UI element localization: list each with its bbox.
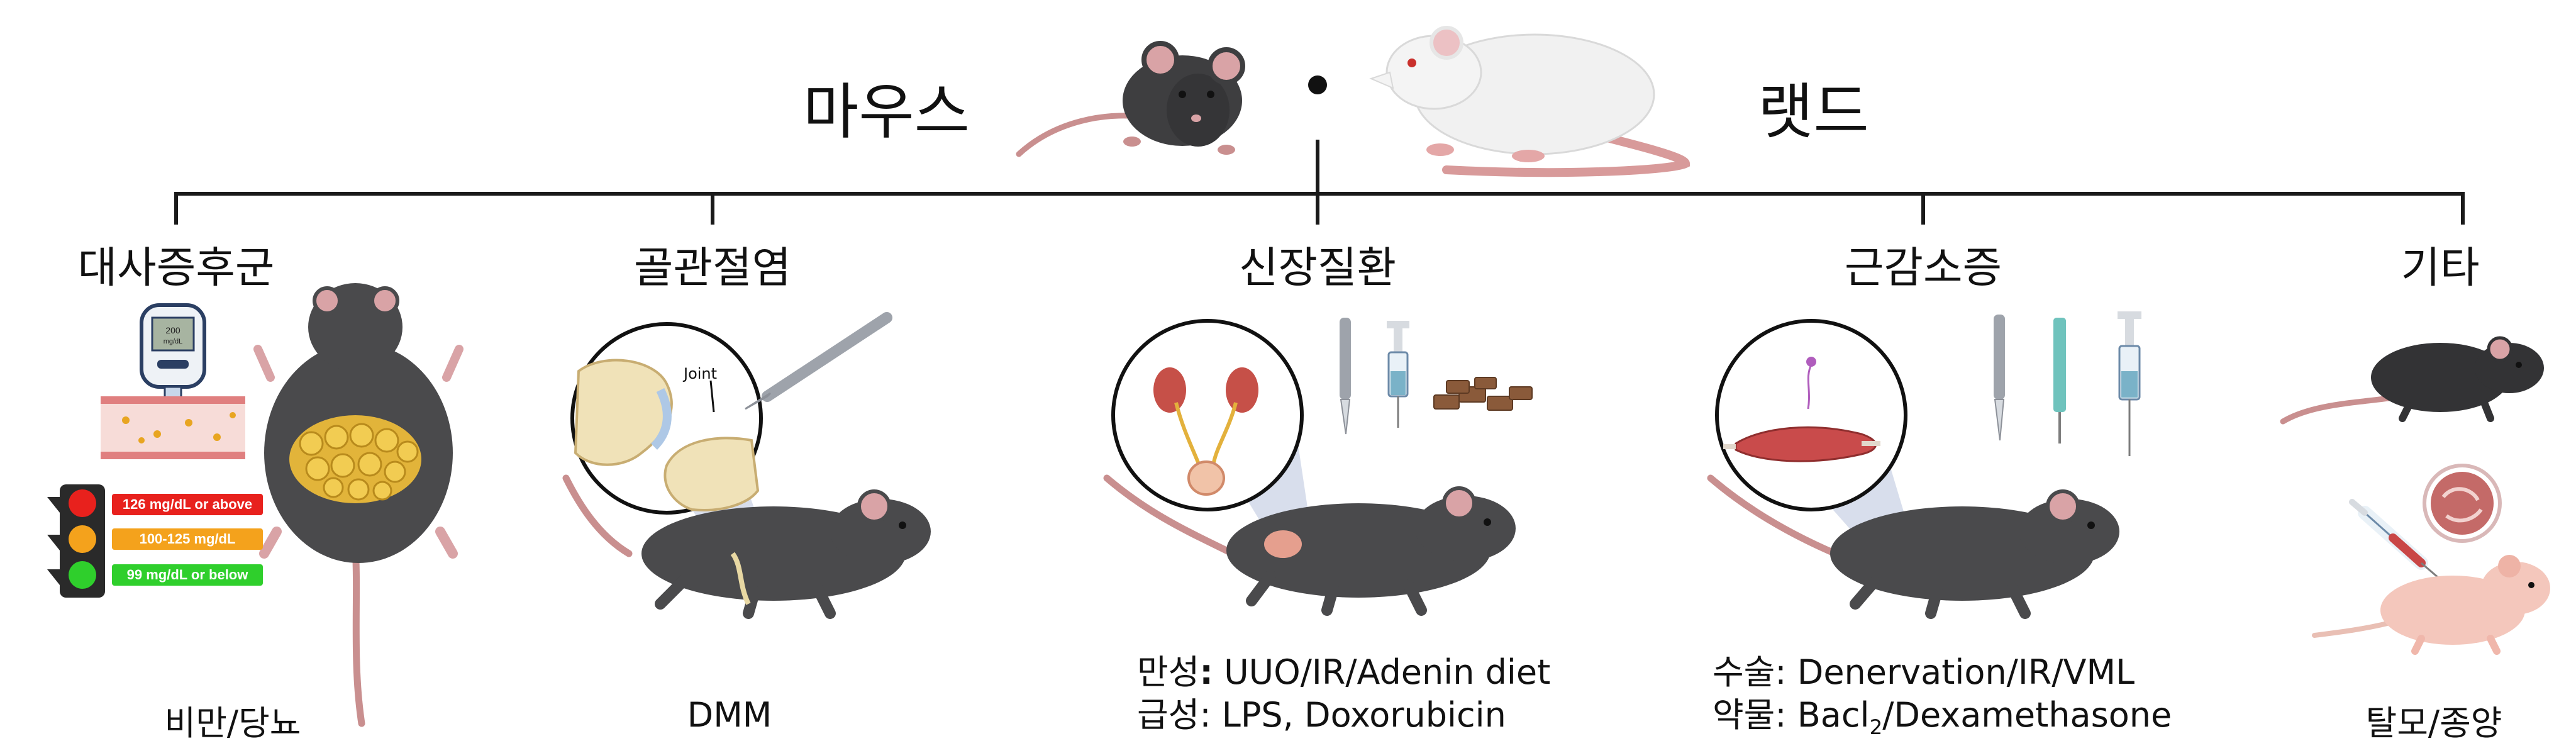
obese-mouse-icon — [253, 283, 464, 727]
separator-dot — [1308, 75, 1327, 94]
kidney-chronic-line: 만성: UUO/IR/Adenin diet — [1137, 652, 1551, 692]
blood-vessel-icon — [101, 396, 245, 459]
category-metabolic: 대사증후군 — [77, 243, 275, 293]
category-other: 기타 — [2401, 243, 2480, 293]
sarcopenia-tool-icon — [2053, 318, 2066, 443]
caption-metabolic: 비만/당뇨 — [164, 703, 301, 743]
joint-label: Joint — [684, 365, 718, 382]
glucose-level-high-text: 126 mg/dL or above — [122, 496, 253, 512]
black-mouse-icon — [2280, 336, 2544, 425]
sarcopenia-scalpel-icon — [1994, 315, 2005, 441]
caption-osteoarthritis: DMM — [687, 695, 772, 735]
kidney-chronic-prefix: 만성 — [1137, 652, 1200, 692]
tree-lines — [174, 140, 2465, 225]
rat-label: 랫드 — [1758, 77, 1869, 147]
kidney-acute-line: 급성: LPS, Doxorubicin — [1137, 695, 1506, 735]
sarcopenia-surgery-models: Denervation/IR/VML — [1797, 652, 2135, 692]
mouse-label: 마우스 — [803, 77, 970, 147]
category-osteoarthritis: 골관절염 — [633, 243, 792, 293]
oa-mouse-icon — [562, 474, 931, 619]
category-kidney: 신장질환 — [1238, 243, 1397, 293]
caption-other: 탈모/종양 — [2365, 703, 2502, 743]
sarcopenia-drug-prefix: 약물 — [1713, 695, 1775, 735]
kidney-chronic-models: UUO/IR/Adenin diet — [1224, 652, 1551, 692]
glucose-level-mid: 100-125 mg/dL — [112, 528, 263, 550]
sarcopenia-syringe-icon — [2118, 311, 2141, 456]
sarcopenia-drug-models-b: /Dexamethasone — [1882, 695, 2172, 735]
category-sarcopenia: 근감소증 — [1844, 243, 2002, 293]
traffic-light-icon — [47, 484, 105, 598]
sarcopenia-drug-line: 약물: Bacl2/Dexamethasone — [1713, 695, 2172, 739]
glucose-level-low-text: 99 mg/dL or below — [126, 567, 248, 583]
sarcopenia-mouse-icon — [1707, 474, 2119, 619]
sarcopenia-models: 수술: Denervation/IR/VML 약물: Bacl2/Dexamet… — [1713, 651, 2172, 749]
glucose-level-high: 126 mg/dL or above — [112, 494, 263, 515]
adenine-diet-icon — [1433, 377, 1533, 411]
tumor-zoom-icon — [2423, 464, 2502, 543]
header-rat-icon — [1369, 26, 1690, 177]
kidney-acute-prefix: 급성 — [1137, 695, 1200, 735]
kidney-scalpel-icon — [1340, 318, 1351, 435]
sarcopenia-drug-models-sub: 2 — [1869, 715, 1883, 739]
nude-mouse-icon — [2312, 555, 2550, 655]
glucose-level-mid-text: 100-125 mg/dL — [139, 531, 236, 547]
sarcopenia-drug-models-a: Bacl — [1797, 695, 1870, 735]
glucose-level-low: 99 mg/dL or below — [112, 564, 263, 586]
meter-unit: mg/dL — [164, 338, 183, 345]
meter-reading: 200 — [165, 325, 180, 335]
header-mouse-icon — [1016, 41, 1245, 157]
kidney-acute-models: LPS, Doxorubicin — [1221, 695, 1506, 735]
sarcopenia-surgery-line: 수술: Denervation/IR/VML — [1713, 652, 2135, 692]
kidney-mouse-icon — [1103, 474, 1516, 616]
scalpel-icon — [745, 312, 892, 410]
kidney-models: 만성: UUO/IR/Adenin diet 급성: LPS, Doxorubi… — [1137, 651, 1550, 737]
sarcopenia-surgery-prefix: 수술 — [1713, 652, 1775, 692]
kidney-syringe-icon — [1387, 321, 1409, 428]
